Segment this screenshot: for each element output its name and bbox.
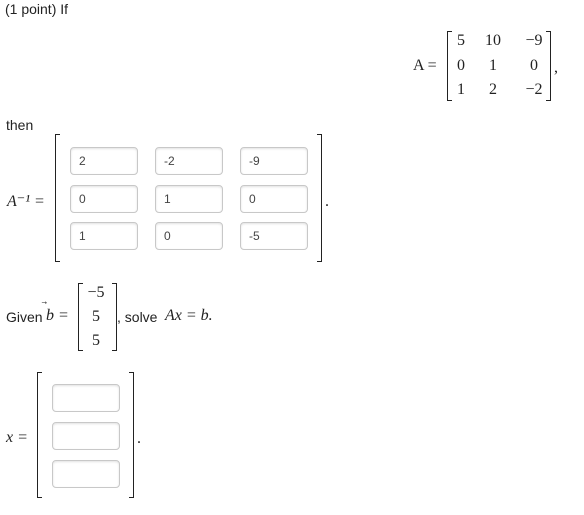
inverse-entry-r1c3[interactable]	[240, 147, 308, 175]
inverse-right-bracket	[317, 134, 322, 262]
x-left-bracket	[37, 372, 42, 498]
inverse-left-bracket	[55, 134, 60, 262]
given-prefix: Given	[6, 309, 43, 325]
matrix-a-cell: −2	[525, 81, 543, 98]
x-entry-2[interactable]	[52, 422, 120, 450]
inverse-entry-r3c1[interactable]	[70, 222, 138, 250]
matrix-a-cell: 1	[457, 81, 465, 98]
matrix-a-right-bracket	[546, 31, 551, 101]
inverse-entry-r3c2[interactable]	[155, 222, 223, 250]
b-left-bracket	[78, 283, 83, 351]
inverse-entry-r3c3[interactable]	[240, 222, 308, 250]
b-label: b =	[46, 307, 69, 324]
x-entry-1[interactable]	[52, 384, 120, 412]
problem-title: (1 point) If	[5, 1, 69, 17]
matrix-a-cell: 0	[530, 57, 538, 74]
x-entry-3[interactable]	[52, 460, 120, 488]
inverse-entry-r2c1[interactable]	[70, 185, 138, 213]
x-right-bracket	[129, 372, 134, 498]
inverse-entry-r1c2[interactable]	[155, 147, 223, 175]
b-vector-entry: 5	[92, 308, 100, 325]
inverse-entry-r2c2[interactable]	[155, 185, 223, 213]
then-text: then	[6, 117, 34, 133]
equation-text: Ax = b.	[165, 307, 213, 324]
b-vector-entry: −5	[87, 284, 105, 301]
matrix-a-cell: 5	[457, 32, 465, 49]
b-vector-entry: 5	[92, 332, 100, 349]
matrix-a-cell: 2	[489, 81, 497, 98]
x-suffix: .	[137, 430, 141, 447]
inverse-label: A⁻¹ =	[7, 193, 45, 210]
matrix-a-label: A =	[413, 57, 437, 74]
matrix-a-cell: 10	[485, 32, 501, 49]
b-right-bracket	[112, 283, 117, 351]
x-label: x =	[6, 429, 28, 446]
matrix-a-cell: −9	[525, 32, 543, 49]
inverse-entry-r1c1[interactable]	[70, 147, 138, 175]
inverse-entry-r2c3[interactable]	[240, 185, 308, 213]
inverse-suffix: .	[325, 193, 329, 210]
matrix-a-cell: 0	[457, 57, 465, 74]
solve-text: , solve	[117, 309, 158, 325]
matrix-a-left-bracket	[447, 31, 452, 101]
matrix-a-suffix: ,	[554, 59, 558, 76]
matrix-a-cell: 1	[489, 57, 497, 74]
